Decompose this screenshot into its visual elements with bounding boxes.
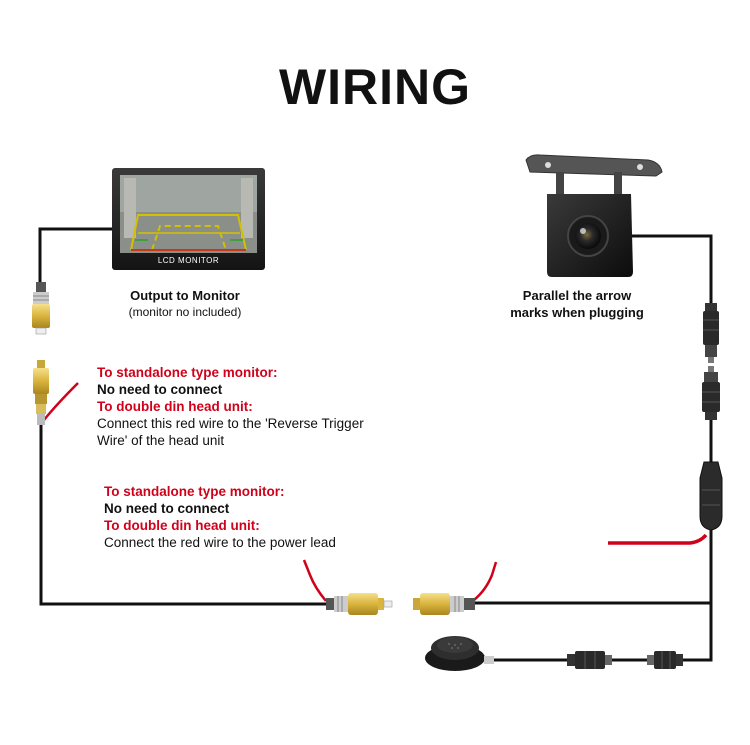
power-lead-wire-right — [473, 561, 498, 601]
monitor-video-cable — [38, 227, 112, 282]
monitor-caption-sub: (monitor no included) — [128, 305, 242, 319]
note-standalone-text: No need to connect — [97, 382, 223, 397]
aviation-connector-icon — [702, 366, 720, 420]
rca-connector-icon — [413, 593, 475, 615]
power-lead-note: To standalone type monitor: No need to c… — [104, 483, 404, 551]
page-title: WIRING — [278, 59, 472, 115]
camera-caption-line2: marks when plugging — [510, 305, 644, 320]
black-wires — [38, 227, 713, 662]
red-wires — [43, 382, 708, 602]
monitor-caption: Output to Monitor (monitor no included) — [95, 287, 275, 321]
camera-caption: Parallel the arrow marks when plugging — [487, 287, 667, 321]
note-heading-standalone: To standalone type monitor: — [97, 365, 278, 380]
reverse-trigger-note: To standalone type monitor: No need to c… — [97, 364, 417, 449]
reverse-trigger-wire — [43, 382, 79, 421]
note-heading-double-din: To double din head unit: — [97, 399, 253, 414]
rca-connector-icon — [326, 593, 393, 615]
cable-junction — [699, 461, 723, 531]
aviation-connector-icon — [647, 651, 683, 669]
camera-caption-line1: Parallel the arrow — [522, 288, 632, 303]
main-trunk-lower — [683, 528, 713, 662]
aviation-connector-icon — [703, 303, 719, 363]
rca-connector-icon — [32, 282, 50, 335]
backup-camera-icon — [525, 154, 663, 277]
power-lead-wire-left — [302, 559, 327, 602]
note-double-din-text-line1: Connect this red wire to the 'Reverse Tr… — [97, 416, 364, 431]
lcd-monitor-icon — [112, 168, 265, 270]
note-standalone-text: No need to connect — [104, 501, 230, 516]
monitor-caption-main: Output to Monitor — [130, 288, 240, 303]
aviation-connector-icon — [567, 651, 612, 669]
power-lead-main — [608, 533, 708, 545]
lcd-screen-label: LCD MONITOR — [157, 256, 220, 265]
note-heading-standalone: To standalone type monitor: — [104, 484, 285, 499]
note-double-din-text-line2: Wire' of the head unit — [97, 433, 225, 448]
rca-connector-icon — [33, 360, 49, 425]
note-heading-double-din: To double din head unit: — [104, 518, 260, 533]
note-double-din-text: Connect the red wire to the power lead — [104, 535, 336, 550]
buzzer-module-icon — [425, 636, 494, 671]
video-cable-left — [39, 425, 326, 606]
camera-cable — [630, 234, 713, 303]
